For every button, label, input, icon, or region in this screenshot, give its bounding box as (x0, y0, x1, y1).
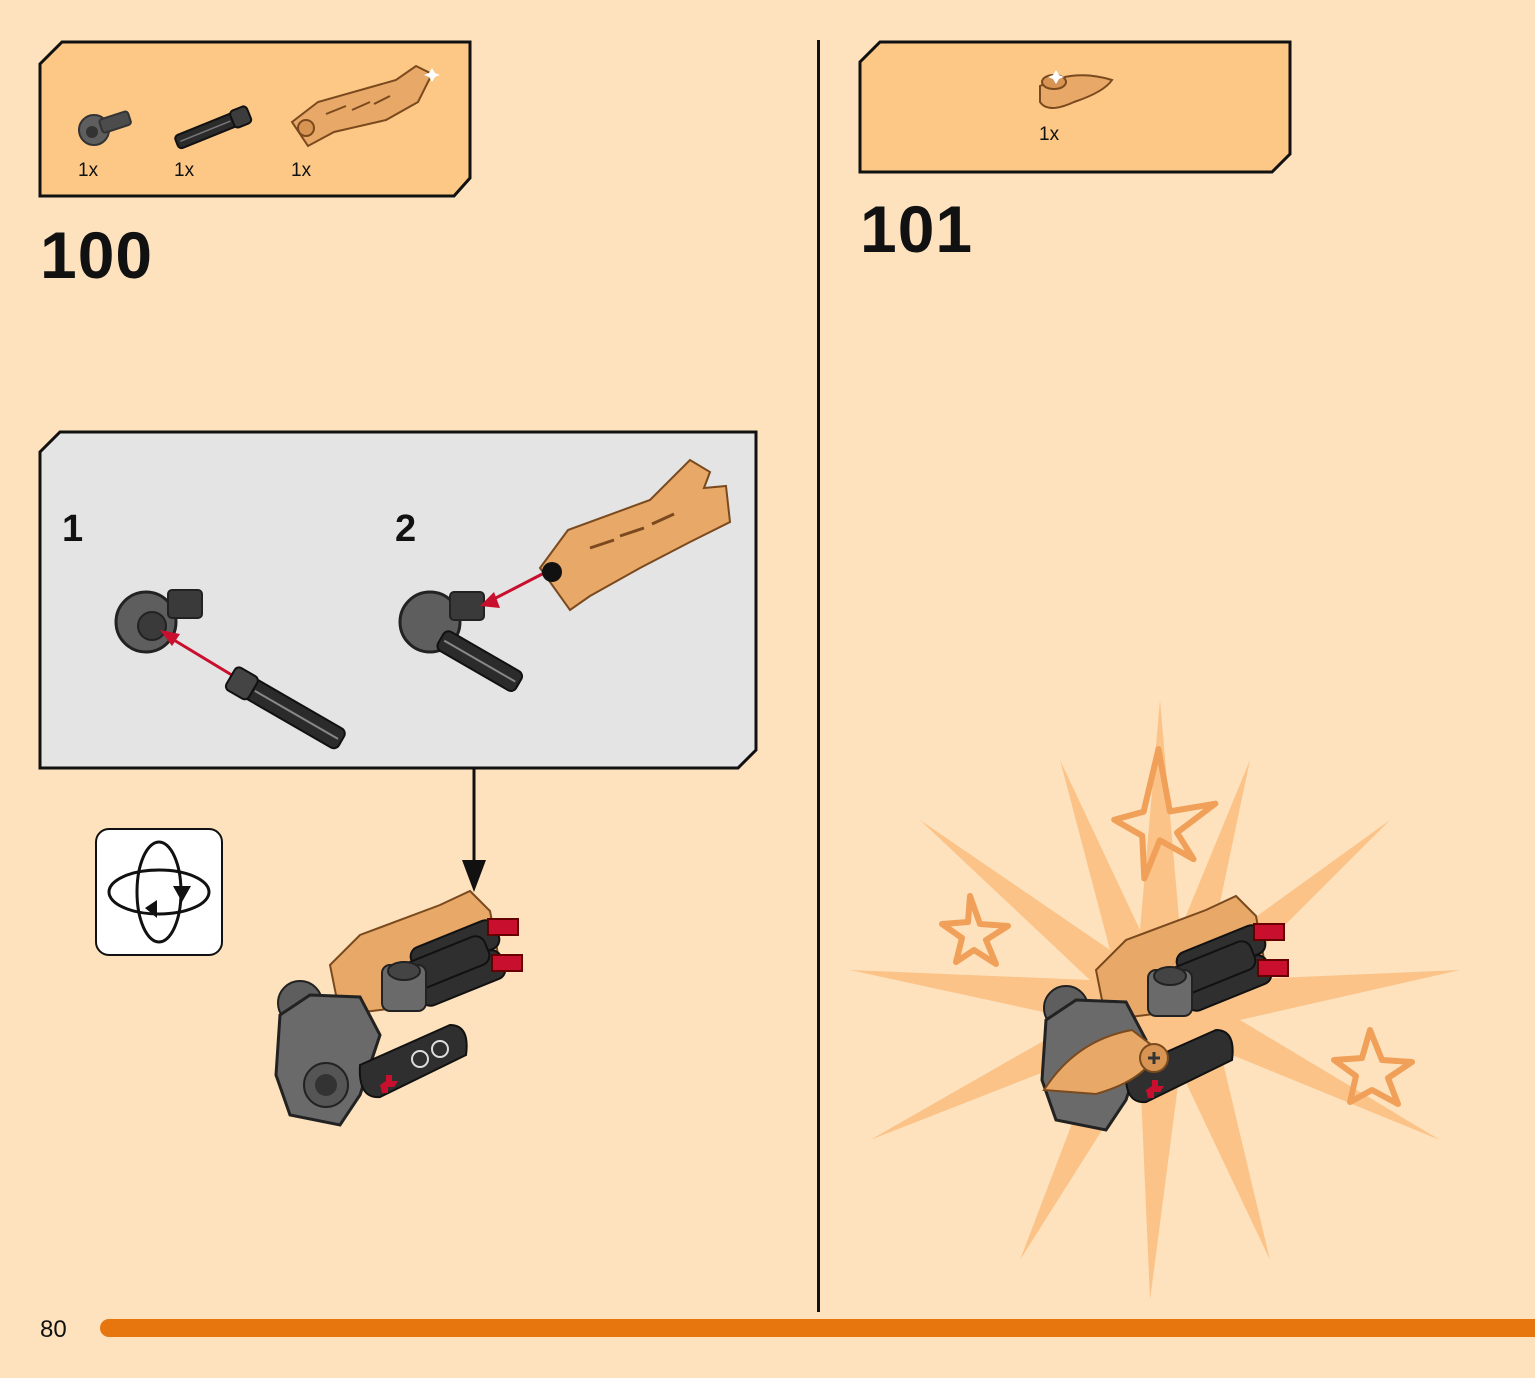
rotate-model-indicator (95, 828, 223, 956)
step-number: 101 (860, 192, 974, 266)
part-qty: 1x (291, 160, 312, 181)
assembled-model-step-101 (1040, 894, 1289, 1132)
page-divider (817, 40, 820, 1312)
sub-step-number: 1 (62, 508, 84, 550)
black-axle-part-icon (174, 105, 253, 150)
sub-assembly-box (38, 430, 758, 770)
gold-wing-part-icon (290, 64, 440, 148)
progress-bar (100, 1319, 1535, 1337)
sub-step-number: 2 (395, 508, 417, 550)
assembled-model-step-100 (274, 889, 523, 1127)
page-number: 80 (40, 1316, 67, 1343)
gold-cone-part-icon (1039, 70, 1114, 109)
step-100-parts-box (38, 40, 472, 198)
part-qty: 1x (1039, 124, 1060, 145)
part-qty: 1x (78, 160, 99, 181)
down-arrow (462, 768, 486, 892)
sub-step-1-illustration (114, 589, 346, 750)
sub-step-2-illustration (398, 458, 732, 692)
dark-gray-connector-part-icon (78, 110, 132, 146)
rotate-icon (107, 840, 211, 944)
part-qty: 1x (174, 160, 195, 181)
step-101-parts-box (858, 40, 1292, 174)
step-number: 100 (40, 218, 154, 292)
